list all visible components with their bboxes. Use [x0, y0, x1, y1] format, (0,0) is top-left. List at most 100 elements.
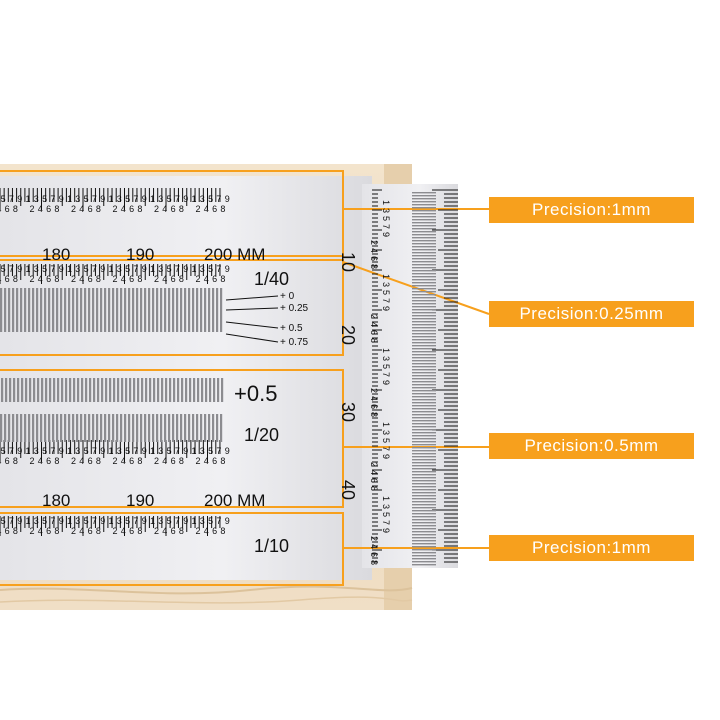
- digit-odd: 9: [59, 194, 64, 204]
- digit-even: 2: [113, 456, 118, 466]
- digit-odd: 9: [142, 194, 147, 204]
- digit-even: 6: [171, 274, 176, 284]
- arm-slot: [412, 363, 436, 365]
- digit-odd: 5: [42, 446, 47, 456]
- wood-grain: [0, 585, 413, 595]
- vernier-slot-half: [205, 378, 208, 402]
- arm-slot: [412, 459, 436, 461]
- vernier-slot-half-lower: [160, 414, 163, 442]
- vernier-slot: [144, 288, 147, 332]
- digit-even: 6: [212, 456, 217, 466]
- digit-odd: 5: [84, 194, 89, 204]
- vernier-slot: [124, 288, 127, 332]
- arm-slot: [412, 474, 436, 476]
- quarter-075: + 0.75: [280, 337, 309, 348]
- digit-odd: 1: [67, 264, 72, 274]
- vernier-slot: [44, 288, 47, 332]
- digit-odd: 7: [216, 446, 221, 456]
- vernier-slot-half-lower: [204, 414, 207, 442]
- arm-slot: [412, 507, 436, 509]
- vernier-slot: [120, 288, 123, 332]
- digit-even: 2: [30, 274, 35, 284]
- arm-digit: 9: [381, 380, 391, 385]
- arm-digit: 6: [369, 552, 379, 557]
- arm-digit: 5: [381, 438, 391, 443]
- digit-odd: 5: [42, 194, 47, 204]
- vernier-slot-half: [97, 378, 100, 402]
- digit-even: 6: [46, 456, 51, 466]
- arm-slot: [412, 360, 436, 362]
- digit-even: 2: [154, 274, 159, 284]
- vernier-slot: [92, 288, 95, 332]
- digit-odd: 5: [125, 516, 130, 526]
- vernier-slot-half: [209, 378, 212, 402]
- digit-even: 4: [204, 526, 209, 536]
- digit-odd: 9: [142, 516, 147, 526]
- arm-slot: [412, 558, 436, 560]
- arm-slot: [412, 477, 436, 479]
- arm-slot: [412, 330, 436, 332]
- digit-even: 4: [204, 204, 209, 214]
- vernier-slot-half-lower: [212, 414, 215, 442]
- digit-odd: 7: [50, 264, 55, 274]
- arm-slot: [412, 408, 436, 410]
- arm-slot: [412, 312, 436, 314]
- arm-slot: [412, 456, 436, 458]
- digit-even: 4: [79, 204, 84, 214]
- arm-slot: [412, 540, 436, 542]
- digit-even: 4: [0, 456, 1, 466]
- digit-even: 8: [13, 204, 18, 214]
- arm-digit: 1: [381, 274, 391, 279]
- arm-digit: 8: [369, 560, 379, 565]
- vernier-slot: [168, 288, 171, 332]
- arm-digit: 4: [369, 544, 379, 549]
- arm-slot: [412, 486, 436, 488]
- digit-even: 4: [162, 274, 167, 284]
- vernier-slot-half-lower: [8, 414, 11, 442]
- vernier-slot: [160, 288, 163, 332]
- arm-slot: [412, 201, 436, 203]
- digit-odd: 3: [117, 194, 122, 204]
- vernier-slot: [8, 288, 11, 332]
- vernier-slot-half: [69, 378, 72, 402]
- digit-odd: 7: [92, 446, 97, 456]
- mm-label-180-lower: 180: [42, 491, 70, 510]
- digit-even: 2: [113, 274, 118, 284]
- vernier-slot: [32, 288, 35, 332]
- vernier-slot-half: [61, 378, 64, 402]
- vernier-slot-half: [41, 378, 44, 402]
- precision-label-1mm-top: Precision:1mm: [489, 197, 694, 223]
- arm-slot: [412, 480, 436, 482]
- digit-even: 4: [121, 526, 126, 536]
- vernier-slot: [100, 288, 103, 332]
- vernier-slot-half: [217, 378, 220, 402]
- vernier-slot-half: [149, 378, 152, 402]
- digit-odd: 7: [9, 264, 14, 274]
- arm-digit: 7: [381, 224, 391, 229]
- digit-odd: 3: [34, 446, 39, 456]
- digit-even: 4: [162, 526, 167, 536]
- arm-slot: [412, 546, 436, 548]
- arm-slot: [412, 252, 436, 254]
- arm-slot: [412, 267, 436, 269]
- vernier-slot: [12, 288, 15, 332]
- digit-odd: 7: [133, 264, 138, 274]
- vernier-slot-half-lower: [148, 414, 151, 442]
- digit-even: 2: [196, 456, 201, 466]
- arm-slot: [412, 387, 436, 389]
- arm-slot: [412, 372, 436, 374]
- arm-digit: 7: [381, 446, 391, 451]
- vernier-slot-half: [181, 378, 184, 402]
- arm-slot: [412, 291, 436, 293]
- digit-odd: 9: [183, 264, 188, 274]
- arm-digit: 3: [381, 208, 391, 213]
- plus-half-label: +0.5: [234, 381, 277, 406]
- digit-even: 8: [220, 204, 225, 214]
- arm-slot: [412, 348, 436, 350]
- vernier-slot-half-lower: [88, 414, 91, 442]
- arm-slot: [412, 255, 436, 257]
- arm-slot: [412, 351, 436, 353]
- vernier-slot-half: [77, 378, 80, 402]
- arm-slot: [412, 303, 436, 305]
- arm-slot: [412, 531, 436, 533]
